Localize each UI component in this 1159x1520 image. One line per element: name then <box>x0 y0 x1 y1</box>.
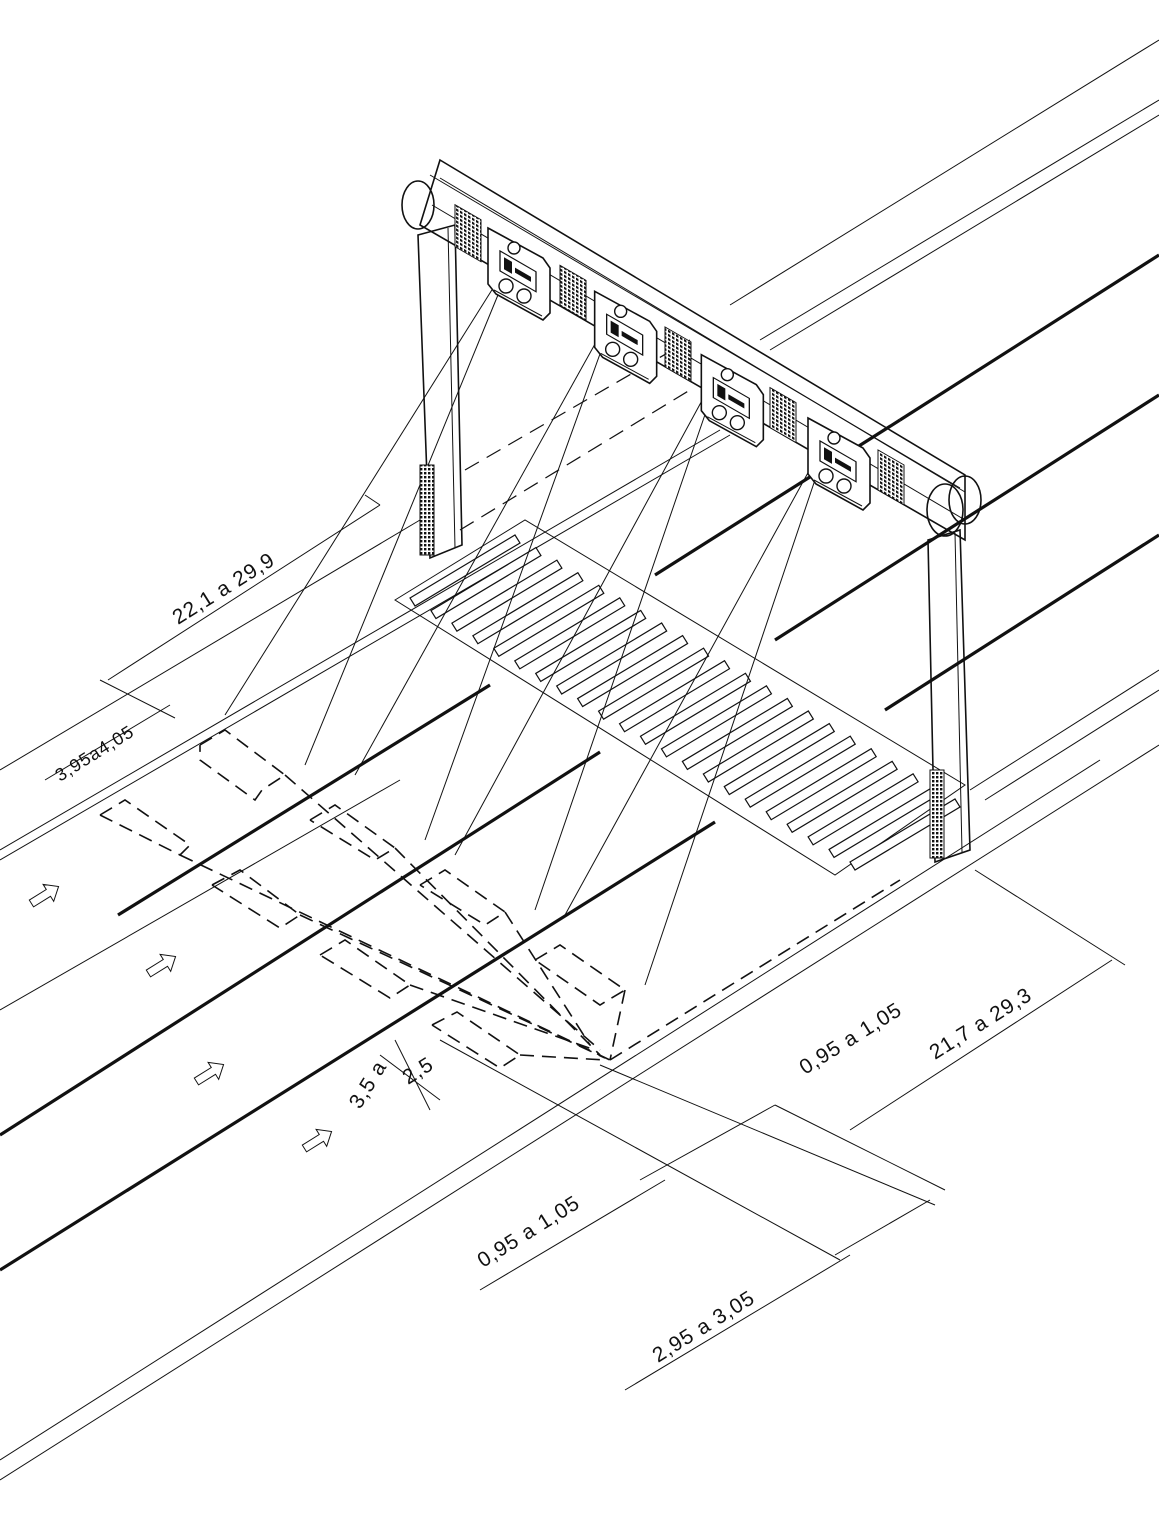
camera-icon <box>487 226 551 321</box>
crossing-stripe <box>451 559 563 632</box>
dimension-lines <box>44 494 1126 1391</box>
camera-icon <box>593 289 658 385</box>
dimension-label: 0,95 a 1,05 <box>795 998 906 1079</box>
crossing-stripe <box>409 534 521 607</box>
end-cap-right-outer <box>926 483 964 537</box>
dimension-label: 22,1 a 29,9 <box>168 548 279 629</box>
lane-arrow-icon <box>301 1128 333 1153</box>
lane-arrow-icon <box>28 883 60 908</box>
gantry-beam <box>419 158 966 542</box>
crossing-stripe <box>430 546 542 620</box>
dimension-label: 3,5 a <box>345 1057 392 1113</box>
gantry-post-left <box>417 223 463 560</box>
crossing-stripe <box>744 735 857 808</box>
camera-icon <box>807 416 871 511</box>
lane-divider-3 <box>0 820 716 1272</box>
cameras <box>487 226 871 511</box>
crossing-stripe <box>765 747 878 821</box>
gantry-post-right <box>927 528 971 864</box>
gantry <box>401 158 982 864</box>
crossing-area <box>394 519 966 876</box>
crossing-stripe <box>513 597 626 670</box>
detection-zones <box>99 339 901 1069</box>
road-edge-left-inner <box>0 429 721 851</box>
dimension-label: 3,95a4,05 <box>52 721 138 785</box>
crossing-stripe <box>660 685 773 758</box>
crossing-stripe <box>807 773 919 846</box>
road-edge-far <box>729 39 1159 306</box>
dimension-label: 2,95 a 3,05 <box>648 1286 759 1367</box>
crossing-stripe <box>681 697 794 771</box>
end-cap-right <box>948 475 982 525</box>
lane-arrow-icon <box>145 953 177 978</box>
road <box>0 39 1159 1481</box>
lane-arrow-icon <box>193 1061 225 1086</box>
lane-divider-2 <box>0 750 601 1137</box>
camera-icon <box>700 353 765 448</box>
dimension-label: 21,7 a 29,3 <box>925 983 1036 1064</box>
road-edge-right <box>0 759 1101 1461</box>
crossing-stripe <box>472 571 584 645</box>
lane-arrows <box>28 883 333 1153</box>
crossing-stripe <box>618 659 731 733</box>
camera-sight-lines <box>224 284 821 986</box>
crossing-stripe <box>576 634 689 708</box>
dimension-label: 0,95 a 1,05 <box>473 1191 584 1272</box>
end-cap-left <box>401 180 435 230</box>
crossing-stripe <box>786 760 898 834</box>
crossing-stripe <box>702 710 815 783</box>
crossing-stripe <box>534 609 647 683</box>
lane-divider-1 <box>117 683 491 917</box>
crossing-stripe <box>723 722 836 796</box>
lane-line-1 <box>0 779 401 1011</box>
crossing-stripe <box>639 672 752 746</box>
crossing-stripe <box>492 584 605 658</box>
road-edge-left <box>0 519 421 771</box>
